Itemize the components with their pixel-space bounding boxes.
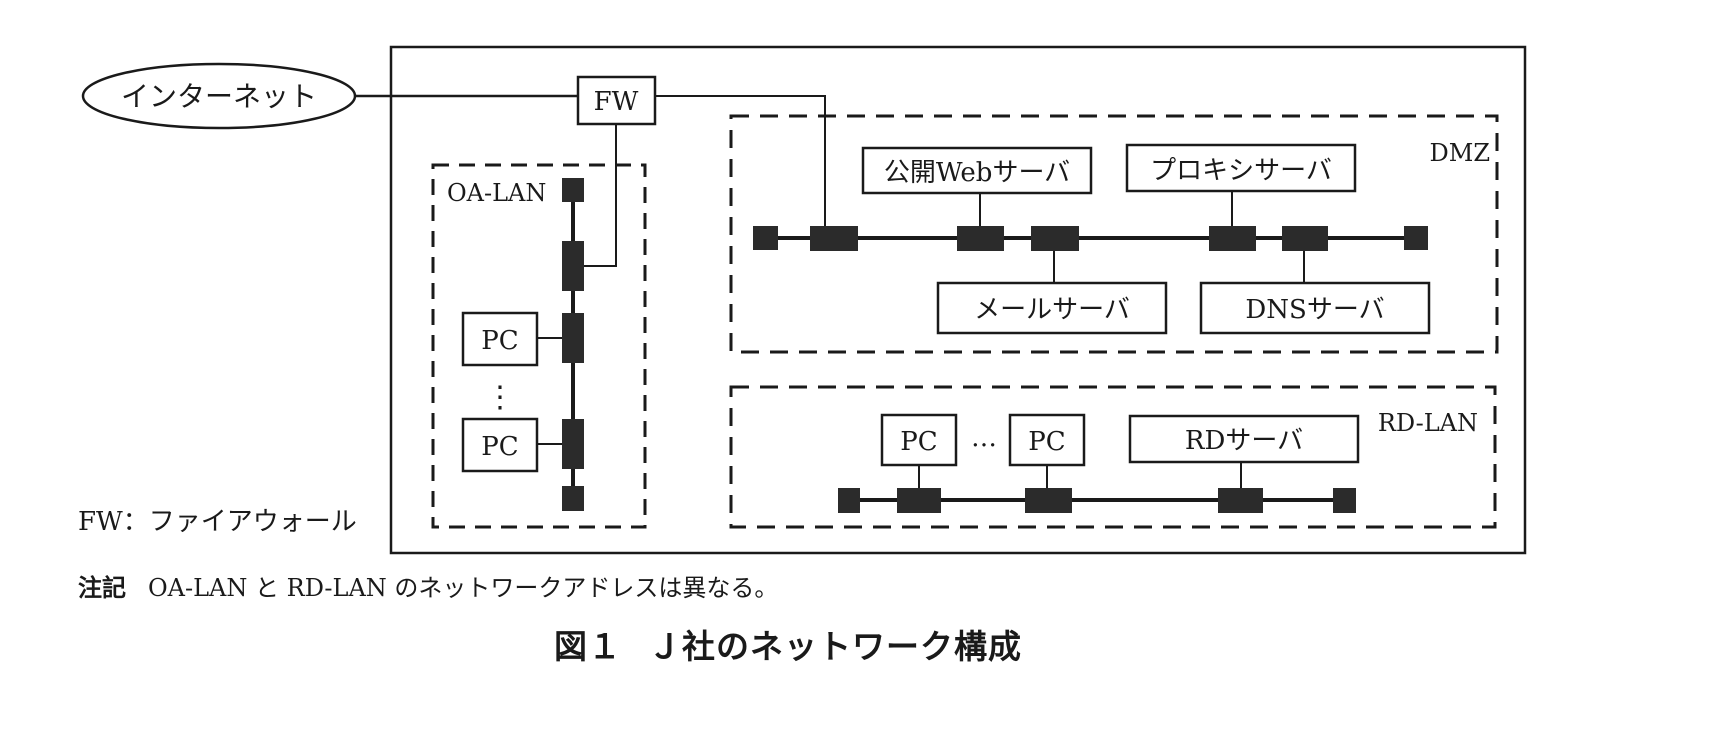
oa-lan-switch-port-pc1 bbox=[562, 313, 584, 363]
dmz-switch-port-web bbox=[957, 226, 1004, 251]
oa-lan-zone bbox=[431, 163, 647, 529]
proxy-server-label: プロキシサーバ bbox=[1150, 156, 1332, 186]
figure-caption: 図１ Ｊ社のネットワーク構成 bbox=[554, 620, 1022, 668]
mail-server-label: メールサーバ bbox=[974, 295, 1130, 325]
dmz-switch-port-mail bbox=[1031, 226, 1079, 251]
dns-server-label: DNSサーバ bbox=[1245, 295, 1384, 325]
oa-lan-switch-port-fw bbox=[562, 241, 584, 291]
oa-lan-pc-1[interactable] bbox=[461, 311, 539, 367]
dns-server[interactable] bbox=[1199, 281, 1431, 335]
diagram-note: 注記 OA-LAN と RD-LAN のネットワークアドレスは異なる。 bbox=[78, 568, 778, 603]
dmz-switch-port-fw bbox=[810, 226, 858, 251]
oa-lan-switch-port-pc2 bbox=[562, 419, 584, 469]
oa-lan-terminator-bottom bbox=[562, 486, 584, 511]
rd-lan-pc-2-label: PC bbox=[1028, 427, 1065, 457]
company-boundary bbox=[389, 45, 1527, 555]
dmz-switch-port-dns bbox=[1282, 226, 1328, 251]
oa-lan-ellipsis: ⋮ bbox=[485, 380, 515, 415]
rd-lan-switch-port-server bbox=[1218, 488, 1263, 513]
rd-lan-switch-port-pc1 bbox=[897, 488, 941, 513]
rd-server-label: RDサーバ bbox=[1185, 426, 1303, 456]
oa-lan-label: OA-LAN bbox=[447, 179, 546, 207]
web-server-label: 公開Webサーバ bbox=[884, 158, 1070, 188]
rd-lan-pc-2[interactable] bbox=[1008, 413, 1086, 467]
rd-lan-terminator-left bbox=[838, 488, 860, 513]
dmz-label: DMZ bbox=[1430, 139, 1491, 167]
oa-lan-pc-1-label: PC bbox=[481, 326, 518, 356]
rd-lan-label: RD-LAN bbox=[1378, 409, 1478, 437]
firewall-label: FW bbox=[594, 87, 639, 117]
rd-lan-pc-1-label: PC bbox=[900, 427, 937, 457]
legend-fw: FW：ファイアウォール bbox=[78, 507, 357, 537]
rd-lan-terminator-right bbox=[1333, 488, 1356, 513]
dmz-terminator-left bbox=[753, 226, 778, 250]
rd-lan-switch-port-pc2 bbox=[1025, 488, 1072, 513]
oa-lan-pc-2-label: PC bbox=[481, 432, 518, 462]
figure-number: 図１ bbox=[554, 627, 622, 666]
rd-server[interactable] bbox=[1128, 414, 1360, 464]
proxy-server[interactable] bbox=[1125, 143, 1357, 193]
oa-lan-terminator-top bbox=[562, 178, 584, 202]
dmz-zone bbox=[729, 114, 1499, 354]
web-server[interactable] bbox=[861, 146, 1093, 195]
note-text: OA-LAN と RD-LAN のネットワークアドレスは異なる。 bbox=[148, 574, 779, 602]
oa-lan-pc-2[interactable] bbox=[461, 417, 539, 473]
mail-server[interactable] bbox=[936, 281, 1168, 335]
rd-lan-zone bbox=[729, 385, 1497, 529]
rd-lan-pc-1[interactable] bbox=[880, 413, 958, 467]
internet-label: インターネット bbox=[121, 80, 317, 113]
note-tag: 注記 bbox=[78, 574, 126, 602]
figure-title: Ｊ社のネットワーク構成 bbox=[648, 627, 1022, 666]
link-fw-dmz bbox=[655, 95, 826, 236]
dmz-terminator-right bbox=[1404, 226, 1428, 250]
rd-lan-ellipsis: … bbox=[971, 423, 997, 453]
link-fw-oalan bbox=[583, 124, 617, 267]
dmz-switch-port-proxy bbox=[1209, 226, 1256, 251]
